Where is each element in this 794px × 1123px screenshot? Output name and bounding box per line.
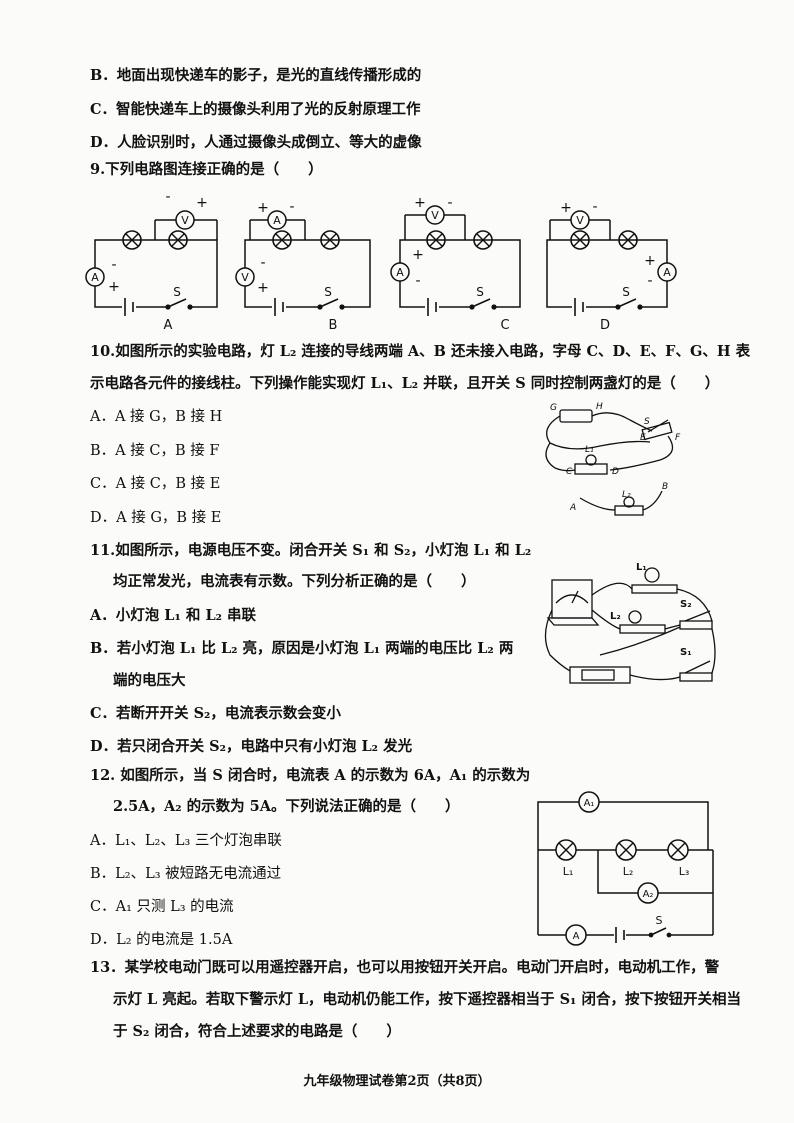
q12-bulb-l3-label: L₃	[679, 865, 690, 878]
q12-option-d: D．L₂ 的电流是 1.5A	[90, 932, 233, 948]
q10-stem-line2: 示电路各元件的接线柱。下列操作能实现灯 L₁、L₂ 并联，且开关 S 同时控制两…	[90, 375, 720, 392]
q10-option-d: D．A 接 G，B 接 E	[90, 510, 222, 526]
q9d-switch-label: S	[622, 285, 630, 299]
q10-switch-s: S	[644, 417, 650, 427]
q13-stem-line2: 示灯 L 亮起。若取下警示灯 L，电动机仍能工作，按下遥控器相当于 S₁ 闭合，…	[113, 991, 741, 1008]
q9d-a-minus: -	[647, 273, 652, 289]
q9a-switch-label: S	[173, 285, 181, 299]
q8-option-b: B．地面出现快递车的影子，是光的直线传播形成的	[90, 67, 422, 84]
q9c-a-minus: -	[415, 273, 420, 289]
q11-switch-s2: S₂	[680, 599, 692, 610]
q10-terminal-f: F	[675, 433, 681, 443]
page-footer: 九年级物理试卷第2页（共8页）	[303, 1074, 491, 1089]
q8-option-d: D．人脸识别时，人通过摄像头成倒立、等大的虚像	[90, 134, 422, 151]
q9c-v-plus: +	[414, 195, 426, 211]
q10-option-a: A．A 接 G，B 接 H	[90, 409, 223, 425]
q10-stem-line1: 10.如图所示的实验电路，灯 L₂ 连接的导线两端 A、B 还未接入电路，字母 …	[90, 343, 751, 360]
q11-switch-s1: S₁	[680, 647, 692, 658]
q9a-ammeter-label: A	[91, 271, 99, 284]
q12-circuit-diagram: A₁ A₂ A L₁ L₂ L₃ S	[537, 791, 714, 946]
q12-option-c: C．A₁ 只测 L₃ 的电流	[90, 899, 234, 915]
q9c-voltmeter-label: V	[431, 209, 439, 222]
q9d-a-plus: +	[644, 253, 656, 269]
q9-option-d-label: D	[600, 318, 610, 333]
q12-option-a: A．L₁、L₂、L₃ 三个灯泡串联	[90, 833, 282, 849]
q12-ammeter-a1-label: A₁	[584, 798, 595, 809]
q12-bulb-l2-label: L₂	[623, 865, 634, 878]
q10-option-c: C．A 接 C，B 接 E	[90, 476, 221, 492]
q12-bulb-l1-label: L₁	[563, 865, 574, 878]
q10-terminal-c: C	[566, 467, 573, 477]
q11-stem-line1: 11.如图所示，电源电压不变。闭合开关 S₁ 和 S₂，小灯泡 L₁ 和 L₂	[90, 542, 532, 559]
q9b-voltmeter-label: V	[241, 271, 249, 284]
q9c-a-plus: +	[412, 247, 424, 263]
q12-stem-line1: 12. 如图所示，当 S 闭合时，电流表 A 的示数为 6A，A₁ 的示数为	[90, 767, 531, 784]
q9b-ammeter-label: A	[273, 214, 281, 227]
q10-terminal-h: H	[596, 402, 603, 412]
q11-option-d: D．若只闭合开关 S₂，电路中只有小灯泡 L₂ 发光	[90, 738, 413, 755]
q12-ammeter-a-label: A	[573, 931, 580, 942]
q11-circuit-figure: L₁ L₂ S₂ S₁	[544, 562, 716, 684]
q11-option-a: A．小灯泡 L₁ 和 L₂ 串联	[90, 607, 257, 624]
q10-terminal-g: G	[550, 403, 557, 413]
q9b-switch-label: S	[324, 285, 332, 299]
q11-option-b-line1: B．若小灯泡 L₁ 比 L₂ 亮，原因是小灯泡 L₁ 两端的电压比 L₂ 两	[90, 640, 514, 657]
q9c-ammeter-label: A	[396, 266, 404, 279]
q9-option-a-label: A	[164, 318, 173, 333]
q11-bulb-l2: L₂	[610, 611, 621, 622]
q9a-v-minus: -	[165, 189, 170, 205]
q9-circuit-diagrams: V A A V V A V A -+ -+ +- -+ +- +- +- +- …	[85, 189, 677, 333]
q9c-v-minus: -	[447, 195, 452, 211]
q10-option-b: B．A 接 C，B 接 F	[90, 443, 220, 459]
q13-stem-line1: 13．某学校电动门既可以用遥控器开启，也可以用按钮开关开启。电动门开启时，电动机…	[90, 959, 720, 976]
q11-option-c: C．若断开开关 S₂，电流表示数会变小	[90, 705, 341, 722]
q9-option-b-label: B	[329, 318, 338, 333]
q9b-a-plus: +	[257, 200, 269, 216]
q9d-voltmeter-label: V	[576, 214, 584, 227]
q11-bulb-l1: L₁	[636, 562, 647, 573]
q10-wire-b: B	[662, 482, 668, 492]
q10-bulb-l1: L₁	[585, 445, 594, 455]
q12-stem-line2: 2.5A，A₂ 的示数为 5A。下列说法正确的是（ ）	[113, 798, 460, 815]
q10-circuit-figure: G H S E F L₁ C D L₂ A B	[545, 402, 681, 516]
q11-stem-line2: 均正常发光，电流表有示数。下列分析正确的是（ ）	[113, 573, 476, 590]
q10-bulb-l2: L₂	[622, 490, 631, 500]
q9c-switch-label: S	[476, 285, 484, 299]
q9a-v-plus: +	[196, 195, 208, 211]
q9d-v-plus: +	[560, 200, 572, 216]
q12-switch-label: S	[656, 914, 663, 927]
q9-stem: 9.下列电路图连接正确的是（ ）	[90, 161, 323, 178]
q11-option-b-line2: 端的电压大	[113, 672, 186, 689]
q8-option-c: C．智能快递车上的摄像头利用了光的反射原理工作	[90, 101, 421, 118]
q10-terminal-d: D	[612, 467, 619, 477]
q9a-a-plus: +	[108, 279, 120, 295]
q9d-ammeter-label: A	[663, 266, 671, 279]
q9-option-c-label: C	[500, 318, 509, 333]
q9a-a-minus: -	[111, 257, 116, 273]
q9b-v-plus: +	[257, 280, 269, 296]
q12-option-b: B．L₂、L₃ 被短路无电流通过	[90, 866, 282, 882]
q10-wire-a: A	[569, 503, 576, 513]
q9b-a-minus: -	[289, 199, 294, 215]
q9d-v-minus: -	[592, 199, 597, 215]
q12-ammeter-a2-label: A₂	[643, 889, 654, 900]
q10-terminal-e: E	[640, 433, 646, 443]
q9a-voltmeter-label: V	[181, 214, 189, 227]
q13-stem-line3: 于 S₂ 闭合，符合上述要求的电路是（ ）	[113, 1023, 401, 1040]
q9b-v-minus: -	[260, 255, 265, 271]
